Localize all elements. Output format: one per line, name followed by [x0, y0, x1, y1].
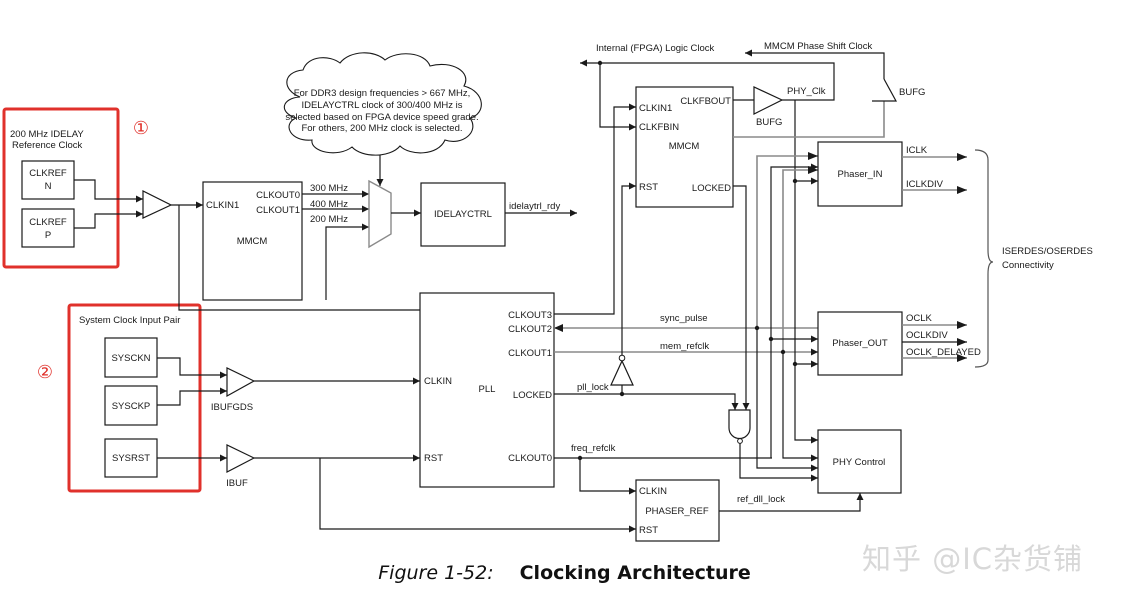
clkref-p-label-2: P — [45, 230, 51, 241]
cloud-note-line-2: IDELAYCTRL clock of 300/400 MHz is — [301, 100, 462, 111]
cloud-note: For DDR3 design frequencies > 667 MHz, I… — [283, 52, 482, 156]
bufg-phy-clk — [753, 86, 784, 115]
phaser-out-label: Phaser_OUT — [832, 338, 888, 349]
internal-logic-clock-label: Internal (FPGA) Logic Clock — [596, 43, 715, 54]
oclkdiv-label: OCLKDIV — [906, 330, 948, 341]
freq-300-label: 300 MHz — [310, 183, 348, 194]
idelay-reference-group: 200 MHz IDELAY Reference Clock CLKREF N … — [10, 129, 84, 248]
pll-lock-inverter — [610, 359, 634, 386]
pll-clkin-port: CLKIN — [424, 376, 452, 387]
pll-clkout3-port: CLKOUT3 — [508, 310, 552, 321]
oclk-label: OCLK — [906, 313, 933, 324]
freq-200-label: 200 MHz — [310, 214, 348, 225]
sysckp-block — [104, 385, 158, 426]
figure-number: Figure 1-52: — [378, 562, 494, 584]
mmcm-clkin1-port: CLKIN1 — [639, 103, 672, 114]
pll-rst-port: RST — [424, 453, 443, 464]
mmcm-rst-port: RST — [639, 182, 658, 193]
system-clock-title: System Clock Input Pair — [79, 315, 180, 326]
phaser-ref-clkin-port: CLKIN — [639, 486, 667, 497]
pll-clkout2-port: CLKOUT2 — [508, 324, 552, 335]
iclk-label: ICLK — [906, 145, 928, 156]
highlight-box-2 — [67, 303, 202, 493]
pll-locked-port: LOCKED — [513, 390, 552, 401]
cloud-note-line-3: selected based on FPGA device speed grad… — [285, 112, 478, 123]
mmcm-ref-block — [202, 181, 303, 301]
sysckn-label: SYSCKN — [111, 353, 150, 364]
idelayctrl-block — [420, 182, 506, 247]
idelay-ref-title-2: Reference Clock — [12, 140, 82, 151]
mmcm-clkfbin-port: CLKFBIN — [639, 122, 679, 133]
ibuf-buffer — [226, 444, 256, 473]
watermark: 知乎 @IC杂货铺 — [862, 542, 1084, 576]
sysckn-block — [104, 337, 158, 378]
system-clock-group: System Clock Input Pair SYSCKN SYSCKP SY… — [79, 315, 180, 478]
phaser-out-block — [817, 311, 903, 376]
marker-1: ① — [133, 118, 149, 139]
idelayctrl-rdy-label: idelaytrl_rdy — [509, 201, 560, 212]
sync-pulse-label: sync_pulse — [660, 313, 708, 324]
marker-2: ② — [37, 362, 53, 383]
clkref-n-block — [21, 160, 75, 200]
ibufgds-label: IBUFGDS — [211, 402, 253, 413]
pll-label: PLL — [479, 384, 496, 395]
idelay-ref-title-1: 200 MHz IDELAY — [10, 129, 84, 140]
pll-clkout1-port: CLKOUT1 — [508, 348, 552, 359]
phaser-in-label: Phaser_IN — [838, 169, 883, 180]
highlight-box-1 — [2, 107, 120, 269]
cloud-note-line-4: For others, 200 MHz clock is selected. — [301, 123, 462, 134]
bufg2-label: BUFG — [899, 87, 925, 98]
mmcm-clkfbout-port: CLKFBOUT — [680, 96, 731, 107]
and-gate — [728, 409, 751, 440]
pll-block — [419, 292, 555, 488]
mmcm-locked-port: LOCKED — [692, 183, 731, 194]
bufg-label: BUFG — [756, 117, 782, 128]
mmcm-main-block — [635, 86, 734, 208]
sysckp-label: SYSCKP — [112, 401, 151, 412]
clock-mux — [368, 179, 392, 249]
phaser-ref-rst-port: RST — [639, 525, 658, 536]
clkref-p-block — [21, 208, 75, 248]
phy-clk-label: PHY_Clk — [787, 86, 826, 97]
mmcm-ref-label: MMCM — [237, 236, 268, 247]
phy-control-label: PHY Control — [833, 457, 886, 468]
phy-control-block — [817, 429, 902, 494]
phaser-ref-label: PHASER_REF — [645, 506, 709, 517]
ref-dll-lock-label: ref_dll_lock — [737, 494, 785, 505]
sysrst-block — [104, 438, 158, 478]
figure-title: Clocking Architecture — [519, 562, 751, 584]
serdes-label-1: ISERDES/OSERDES — [1002, 246, 1093, 257]
mmcm-ref-clkin1-port: CLKIN1 — [206, 200, 239, 211]
serdes-brace — [974, 149, 994, 368]
mmcm-main-label: MMCM — [669, 141, 700, 152]
pll-lock-label: pll_lock — [577, 382, 609, 393]
pll-clkout0-port: CLKOUT0 — [508, 453, 552, 464]
sysrst-label: SYSRST — [112, 453, 150, 464]
mmcm-ref-clkout0-port: CLKOUT0 — [256, 190, 300, 201]
serdes-label-2: Connectivity — [1002, 260, 1054, 271]
freq-400-label: 400 MHz — [310, 199, 348, 210]
ibufgds-clkref-buffer — [142, 190, 173, 219]
phase-shift-clock-label: MMCM Phase Shift Clock — [764, 41, 872, 52]
mmcm-ref-clkout1-port: CLKOUT1 — [256, 205, 300, 216]
clkref-p-label-1: CLKREF — [29, 217, 67, 228]
figure-caption: Figure 1-52: Clocking Architecture — [0, 562, 1129, 584]
freq-refclk-label: freq_refclk — [571, 443, 616, 454]
cloud-note-line-1: For DDR3 design frequencies > 667 MHz, — [294, 88, 471, 99]
iclkdiv-label: ICLKDIV — [906, 179, 944, 190]
ibuf-label: IBUF — [226, 478, 248, 489]
ibufgds-buffer — [226, 367, 256, 398]
bufg-phase-shift — [872, 78, 898, 102]
clkref-n-label-2: N — [45, 181, 52, 192]
clkref-n-label-1: CLKREF — [29, 168, 67, 179]
phaser-ref-block — [635, 479, 720, 542]
idelayctrl-label: IDELAYCTRL — [434, 209, 492, 220]
oclk-delayed-label: OCLK_DELAYED — [906, 347, 981, 358]
mem-refclk-label: mem_refclk — [660, 341, 709, 352]
phaser-in-block — [817, 141, 903, 207]
